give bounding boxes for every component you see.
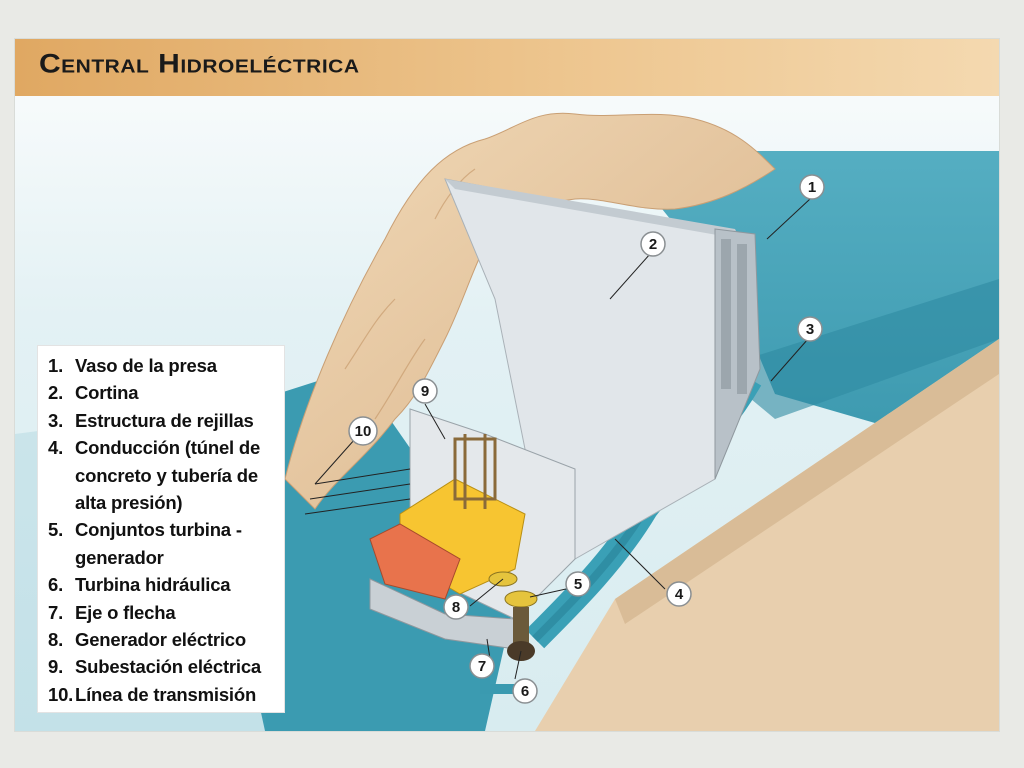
legend-label: Generador eléctrico [75,629,246,651]
legend-number: 8. [48,629,64,651]
callout-8: 8 [443,594,469,620]
svg-text:2: 2 [649,236,657,253]
legend-number: 10. [48,683,74,705]
legend-item: 5. Conjuntos turbina - generador [48,516,278,571]
legend-label: Cortina [75,382,139,404]
callout-5: 5 [565,571,591,597]
legend-item: 4. Conducción (túnel de concreto y tuber… [48,434,278,516]
legend-number: 9. [48,656,64,678]
svg-text:3: 3 [806,321,814,338]
legend-number: 7. [48,601,64,623]
svg-text:9: 9 [421,383,429,400]
callout-4: 4 [666,581,692,607]
legend-list: 1. Vaso de la presa 2. Cortina 3. Estruc… [48,352,278,708]
svg-text:6: 6 [521,683,529,700]
legend-box: 1. Vaso de la presa 2. Cortina 3. Estruc… [37,345,285,713]
svg-text:5: 5 [574,576,582,593]
legend-item: 9. Subestación eléctrica [48,653,278,680]
legend-label: Eje o flecha [75,601,176,623]
legend-label: Conducción (túnel de concreto y tubería … [75,437,261,514]
callout-7: 7 [469,653,495,679]
legend-label: Turbina hidráulica [75,574,231,596]
page-title: Central Hidroeléctrica [39,49,360,79]
callout-2: 2 [640,231,666,257]
leader-lines [314,198,811,680]
callout-3: 3 [797,316,823,342]
legend-label: Conjuntos turbina - generador [75,519,242,568]
legend-number: 5. [48,519,64,541]
legend-label: Línea de transmisión [75,683,257,705]
callout-9: 9 [412,378,438,404]
svg-text:10: 10 [355,423,372,440]
transmission-lines [304,468,411,515]
legend-number: 1. [48,355,64,376]
legend-label: Estructura de rejillas [75,409,254,431]
callout-6: 6 [512,678,538,704]
legend-number: 3. [48,409,64,431]
legend-item: 1. Vaso de la presa [48,352,278,379]
legend-item: 10. Línea de transmisión [48,681,278,708]
legend-number: 6. [48,574,64,596]
title-bar: Central Hidroeléctrica [15,39,999,96]
legend-item: 8. Generador eléctrico [48,626,278,653]
callout-10: 10 [348,416,378,446]
legend-number: 4. [48,437,64,459]
svg-text:7: 7 [478,658,486,675]
legend-item: 2. Cortina [48,379,278,406]
legend-label: Vaso de la presa [75,355,217,376]
legend-item: 7. Eje o flecha [48,599,278,626]
svg-text:4: 4 [675,586,684,603]
legend-item: 6. Turbina hidráulica [48,571,278,598]
legend-number: 2. [48,382,64,404]
svg-text:8: 8 [452,599,460,616]
dam-wall [444,178,761,560]
slide: 1 2 3 4 5 6 7 8 [14,38,1000,732]
legend-item: 3. Estructura de rejillas [48,407,278,434]
svg-text:1: 1 [808,179,816,196]
callout-1: 1 [799,174,825,200]
powerhouse [369,408,576,650]
legend-label: Subestación eléctrica [75,656,262,678]
ground-strip [535,339,999,731]
